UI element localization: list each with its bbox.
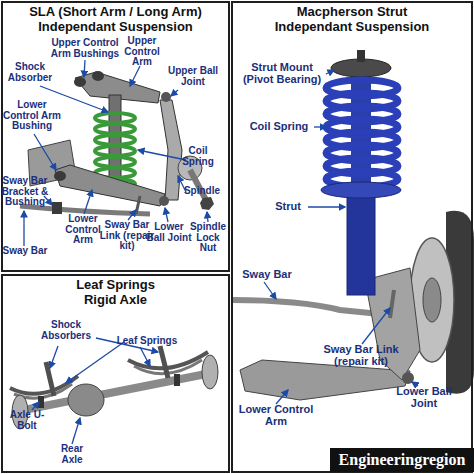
panel-heading: SLA (Short Arm / Long Arm) Independant S… (6, 5, 226, 34)
u-bolt (174, 374, 180, 386)
arm-bushing (54, 171, 66, 181)
part-label: Shock Absorber (4, 62, 56, 83)
ball-joint (159, 196, 169, 206)
leaf-spring (128, 352, 208, 368)
mount-bolt (357, 50, 365, 62)
part-label: Upper Control Arm Bushings (48, 38, 122, 59)
ball-joint (161, 92, 171, 102)
brake-drum (202, 355, 218, 389)
leader-line (24, 60, 208, 246)
differential (68, 384, 104, 416)
watermark: Engineeringregion (330, 448, 474, 472)
spindle-knuckle (160, 100, 182, 200)
sway-bar-link (390, 290, 394, 318)
part-label: Leaf Springs (116, 336, 178, 347)
part-label: Lower Ball Joint (392, 386, 456, 409)
part-label: Spindle Lock Nut (188, 222, 228, 254)
hub (423, 278, 441, 322)
part-label: Axle U-Bolt (4, 410, 50, 431)
part-label: Upper Control Arm (116, 36, 168, 68)
part-label: Coil Spring (176, 146, 220, 167)
part-label: Lower Ball Joint (146, 222, 192, 243)
part-label: Sway Bar (236, 269, 298, 281)
lock-nut (200, 197, 214, 210)
arm-bushing (92, 71, 104, 81)
leader-line (32, 338, 158, 444)
sway-bar-link (136, 196, 140, 214)
part-label: Sway Bar (0, 246, 50, 257)
arm-bushing (74, 77, 86, 87)
sway-bar-bracket (52, 202, 62, 214)
part-label: Coil Spring (242, 121, 316, 133)
part-label: Lower Control Arm Bushing (2, 100, 62, 132)
spring-seat (321, 182, 401, 198)
lower-control-arm (55, 165, 165, 206)
part-label: Shock Absorbers (34, 320, 98, 341)
part-label: Sway Bar Bracket & Bushing (0, 176, 50, 208)
part-label: Sway Bar Link (repair kit) (314, 344, 408, 367)
part-label: Spindle (180, 186, 224, 197)
shock-absorber (160, 346, 168, 378)
strut-body (347, 190, 375, 295)
suspension-panel: Leaf Springs Rigid Axle (1, 274, 230, 473)
panel-heading: Leaf Springs Rigid Axle (61, 278, 171, 307)
panel-heading: Macpherson Strut Independant Suspension (265, 5, 440, 34)
part-label: Lower Control Arm (238, 404, 314, 427)
part-label: Upper Ball Joint (168, 66, 218, 87)
part-label: Strut Mount (Pivot Bearing) (236, 62, 328, 85)
part-label: Rear Axle (50, 444, 94, 465)
coil-spring (326, 80, 398, 187)
leaf-spring (10, 376, 78, 394)
part-label: Strut (266, 201, 310, 213)
